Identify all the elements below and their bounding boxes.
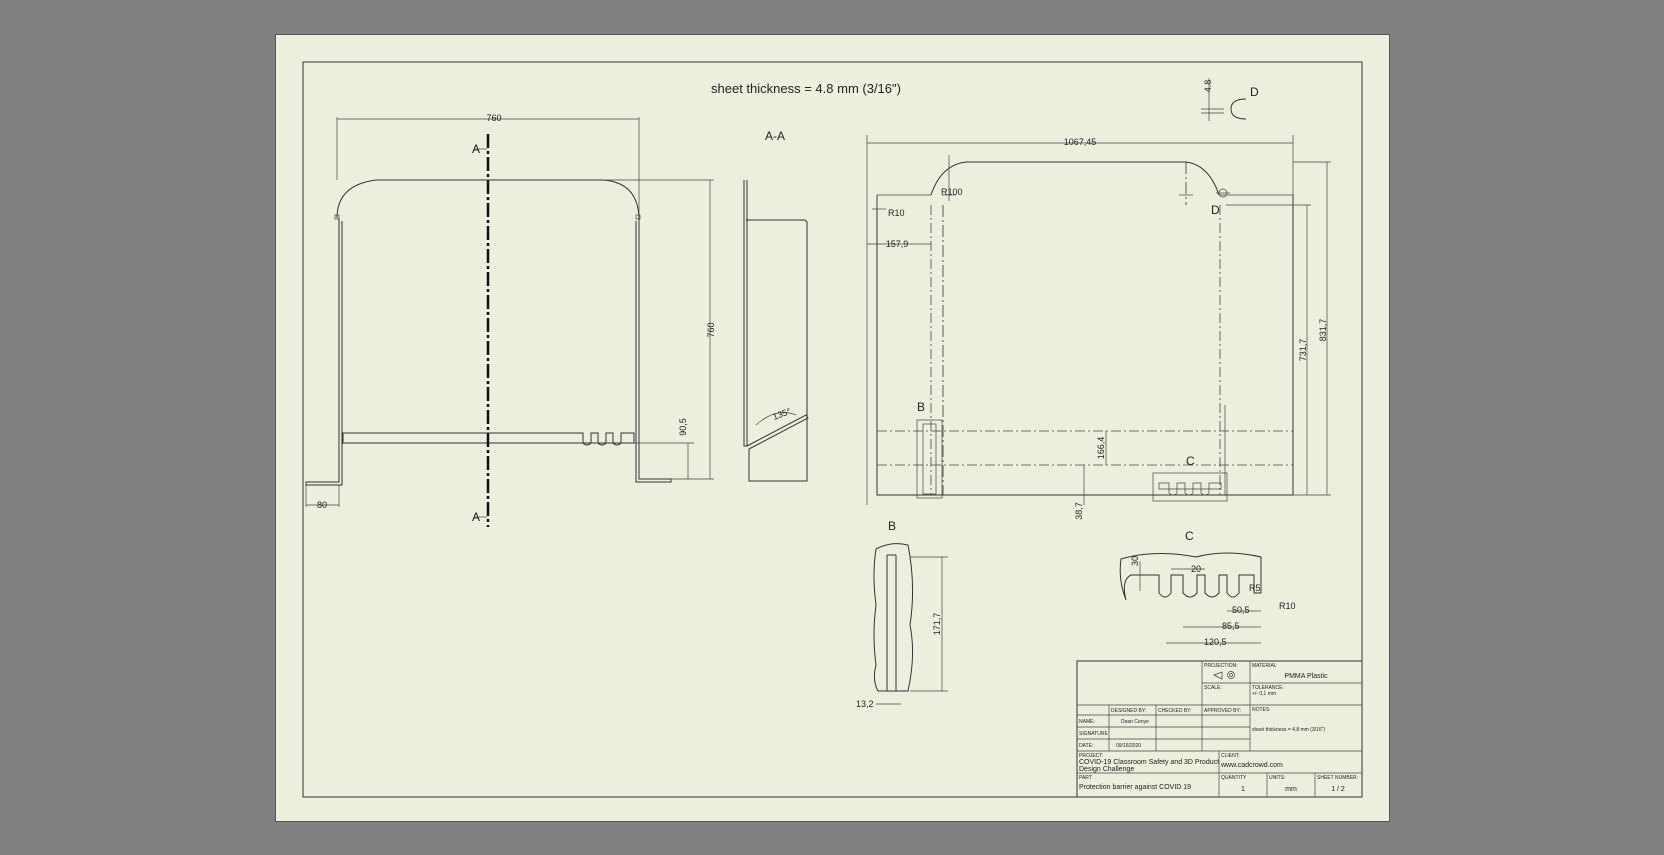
- section-aa-view: A-A 135°: [743, 129, 809, 482]
- technical-drawing: sheet thickness = 4.8 mm (3/16") A A 760…: [302, 61, 1363, 798]
- thickness-detail-shape: [1230, 98, 1247, 120]
- tb-notes-label: NOTES:: [1252, 707, 1271, 713]
- corner-tab-left: [334, 214, 340, 220]
- tb-approved-by-label: APPROVED BY:: [1204, 708, 1241, 714]
- detail-b-box: [916, 419, 943, 499]
- drawing-frame: [302, 61, 1363, 798]
- angle-arc: [755, 412, 797, 426]
- dim-166-4: 166,4: [1096, 437, 1106, 460]
- tb-project-label: PROJECT:: [1079, 753, 1103, 759]
- dim-20: 20: [1191, 564, 1201, 574]
- tb-projection-label: PROJECTION:: [1204, 663, 1238, 669]
- dim-157-9: 157,9: [886, 239, 909, 249]
- tb-units-label: UNITS:: [1269, 775, 1285, 781]
- flat-top-arc: [930, 161, 1220, 196]
- dim-760-width: 760: [486, 113, 501, 123]
- dim-831-7: 831,7: [1318, 319, 1328, 342]
- tb-checked-by-label: CHECKED BY:: [1158, 708, 1192, 714]
- front-view: A A 760 760 90,5 80: [305, 113, 716, 527]
- section-base-outline: [746, 219, 808, 482]
- detail-c-title: C: [1185, 529, 1194, 543]
- section-aa-title: A-A: [765, 129, 785, 143]
- detail-c-slots: [1158, 482, 1222, 496]
- detail-c-box: [1152, 472, 1228, 502]
- dim-30: 30: [1130, 556, 1140, 566]
- title-block: PROJECTION: SCALE: MATERIAL PMMA Plastic…: [1076, 660, 1363, 798]
- dim-80: 80: [317, 500, 327, 510]
- tb-name-label: NAME:: [1079, 719, 1095, 725]
- tb-signature-label: SIGNATURE: [1079, 731, 1108, 737]
- sheet-thickness-note: sheet thickness = 4.8 mm (3/16"): [711, 81, 901, 96]
- front-right-leg: [635, 218, 672, 483]
- dim-r10-detail: R10: [1279, 601, 1296, 611]
- detail-c-outline: [1119, 552, 1262, 601]
- tb-part-label: PART: [1079, 775, 1092, 781]
- tb-sheet-number-value: 1 / 2: [1331, 786, 1345, 793]
- detail-c-marker: C: [1186, 454, 1195, 468]
- dim-85-5: 85,5: [1222, 621, 1240, 631]
- tb-date-value: 09/16/2020: [1116, 743, 1141, 749]
- dim-90-5: 90,5: [678, 418, 688, 436]
- dim-120-5: 120,5: [1204, 637, 1227, 647]
- detail-d-marker: D: [1211, 203, 1220, 217]
- front-shelf: [342, 432, 635, 446]
- tb-quantity-value: 1: [1241, 786, 1245, 793]
- dim-r10: R10: [888, 208, 905, 218]
- tb-client-value: www.cadcrowd.com: [1220, 762, 1283, 769]
- tb-material-label: MATERIAL: [1252, 663, 1277, 669]
- dim-4-8: 4.8: [1203, 80, 1213, 93]
- detail-b-outline: [873, 543, 914, 692]
- tb-tolerance-value: +/- 0,1 mm: [1252, 691, 1276, 697]
- tb-project-value-1: COVID-19 Classroom Safety and 3D Product: [1079, 759, 1219, 766]
- tb-name-value: Dean Cenye: [1121, 719, 1149, 725]
- tb-project-value-2: Design Challenge: [1079, 766, 1134, 773]
- front-left-leg: [305, 218, 343, 486]
- dim-r5: R5: [1249, 583, 1261, 593]
- dim-38-7: 38,7: [1074, 502, 1084, 520]
- tb-date-label: DATE:: [1079, 743, 1093, 749]
- tb-tolerance-label: TOLERANCE:: [1252, 685, 1284, 691]
- tb-client-label: CLIENT:: [1221, 753, 1240, 759]
- flat-outline-sides: [876, 195, 1294, 496]
- dim-13-2: 13,2: [856, 699, 874, 709]
- detail-b-slot: [922, 423, 937, 495]
- tb-designed-by-label: DESIGNED BY:: [1111, 708, 1146, 714]
- detail-b-marker: B: [917, 400, 925, 414]
- section-plate: [743, 180, 748, 447]
- detail-b-title: B: [888, 519, 896, 533]
- dim-171-7: 171,7: [932, 613, 942, 636]
- drawing-sheet: sheet thickness = 4.8 mm (3/16") A A 760…: [275, 34, 1390, 822]
- tb-notes-value: sheet thickness = 4.8 mm (3/16"): [1252, 727, 1325, 733]
- dim-1067-45: 1067,45: [1064, 137, 1097, 147]
- dim-r100: R100: [941, 187, 963, 197]
- title-block-border: [1076, 660, 1363, 798]
- dim-135-deg: 135°: [771, 406, 792, 422]
- dim-731-7: 731,7: [1298, 339, 1308, 362]
- flat-pattern-view: D B C 1067,45 R10 R100 157,9 731,7 831,7…: [866, 78, 1331, 520]
- detail-c-view: C 30 20 R5 R10 50,5 85,5 120,5: [1119, 529, 1296, 647]
- dim-760-height: 760: [706, 322, 716, 337]
- projection-symbol-icon: [1213, 671, 1235, 680]
- detail-d-title: D: [1250, 85, 1259, 99]
- tb-part-value: Protection barrier against COVID 19: [1079, 784, 1191, 791]
- tb-material-value: PMMA Plastic: [1284, 673, 1328, 680]
- corner-tab-right: [635, 214, 641, 220]
- dim-50-5: 50,5: [1232, 605, 1250, 615]
- detail-b-view: B 171,7 13,2: [856, 519, 948, 709]
- tb-quantity-label: QUANTITY: [1221, 775, 1247, 781]
- tb-sheet-number-label: SHEET NUMBER:: [1317, 775, 1358, 781]
- tb-scale-label: SCALE:: [1204, 685, 1222, 691]
- front-top-arc: [336, 179, 640, 219]
- tb-units-value: mm: [1285, 786, 1297, 793]
